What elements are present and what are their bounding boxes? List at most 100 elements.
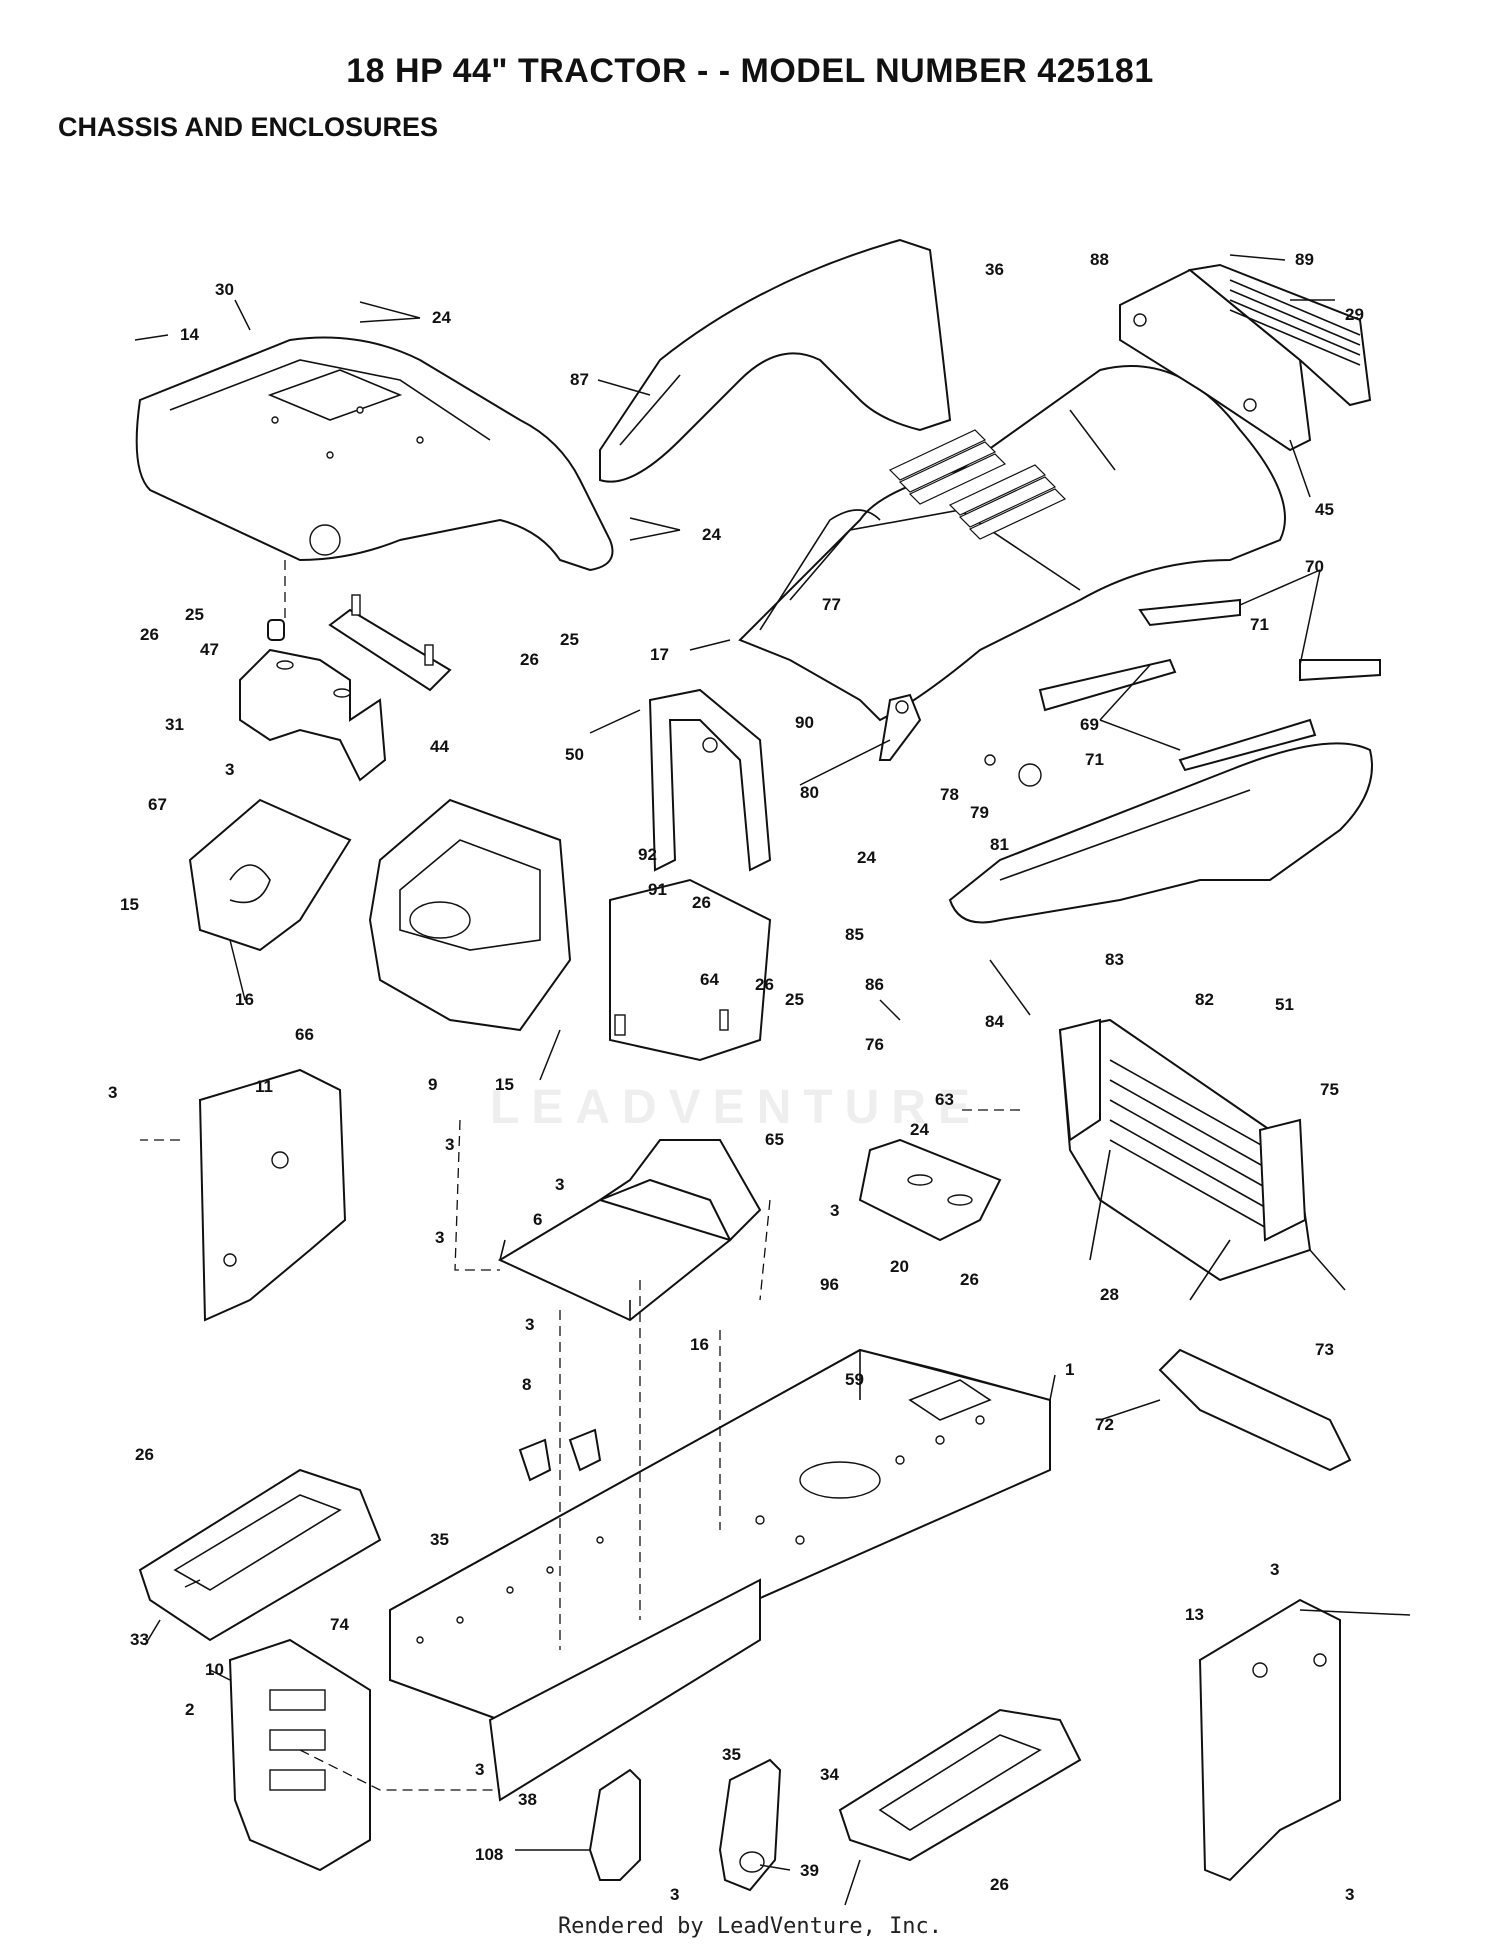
label-p63: 63 bbox=[935, 1090, 954, 1109]
part-47-spring bbox=[267, 619, 285, 641]
part-28-front-grille bbox=[1058, 1018, 1312, 1301]
label-p92: 92 bbox=[638, 845, 657, 864]
label-p47: 47 bbox=[200, 640, 219, 659]
label-p26-a: 26 bbox=[140, 625, 159, 644]
label-p64: 64 bbox=[700, 970, 719, 989]
label-p14: 14 bbox=[180, 325, 199, 344]
part-86-hood-trim bbox=[948, 742, 1373, 924]
label-p2: 2 bbox=[185, 1700, 194, 1719]
part-33-left-footrest bbox=[138, 1468, 382, 1642]
part-31-seat-bracket bbox=[239, 648, 387, 782]
label-p26-d: 26 bbox=[755, 975, 774, 994]
label-p10: 10 bbox=[205, 1660, 224, 1679]
part-64-dash-cover bbox=[609, 878, 772, 1062]
part-9-dash-panel bbox=[368, 798, 572, 1032]
part-69-support-bar bbox=[1038, 658, 1317, 772]
label-p1: 1 bbox=[1065, 1360, 1074, 1379]
label-p26-e: 26 bbox=[960, 1270, 979, 1289]
assembly-guide-lines bbox=[140, 560, 1020, 1791]
part-8-cable-clips bbox=[518, 1428, 602, 1482]
label-p86: 86 bbox=[865, 975, 884, 994]
label-p3-a: 3 bbox=[225, 760, 234, 779]
watermark: LEADVENTURE bbox=[490, 1081, 983, 1134]
section-title: CHASSIS AND ENCLOSURES bbox=[58, 112, 439, 142]
label-p24-b: 24 bbox=[702, 525, 721, 544]
part-80-latch bbox=[878, 693, 922, 761]
part-39-bracket bbox=[718, 1758, 782, 1892]
part-66-dash-shield bbox=[188, 798, 352, 952]
label-p38: 38 bbox=[518, 1790, 537, 1809]
label-p51: 51 bbox=[1275, 995, 1294, 1014]
label-p35-a: 35 bbox=[430, 1530, 449, 1549]
label-p34: 34 bbox=[820, 1765, 839, 1784]
part-30-fender-pan bbox=[135, 336, 614, 572]
label-p65: 65 bbox=[765, 1130, 784, 1149]
part-1-main-frame bbox=[389, 1348, 1051, 1802]
label-p69: 69 bbox=[1080, 715, 1099, 734]
label-p17: 17 bbox=[650, 645, 669, 664]
label-p24-a: 24 bbox=[432, 308, 451, 327]
label-p80: 80 bbox=[800, 783, 819, 802]
part-17-hood bbox=[738, 365, 1286, 722]
label-p82: 82 bbox=[1195, 990, 1214, 1009]
label-p108: 108 bbox=[475, 1845, 503, 1864]
label-p71-b: 71 bbox=[1085, 750, 1104, 769]
label-p44: 44 bbox=[430, 737, 449, 756]
label-p78: 78 bbox=[940, 785, 959, 804]
part-44-seat-plate bbox=[328, 594, 452, 692]
label-p31: 31 bbox=[165, 715, 184, 734]
part-13-side-panel bbox=[1198, 1598, 1341, 1882]
label-p24-c: 24 bbox=[857, 848, 876, 867]
part-20-mount-plate bbox=[858, 1138, 1002, 1242]
label-p28: 28 bbox=[1100, 1285, 1119, 1304]
label-p75: 75 bbox=[1320, 1080, 1339, 1099]
label-p67: 67 bbox=[148, 795, 167, 814]
label-p26-c: 26 bbox=[692, 893, 711, 912]
label-p30: 30 bbox=[215, 280, 234, 299]
hood-vents bbox=[888, 429, 1067, 540]
label-p3-j: 3 bbox=[670, 1885, 679, 1904]
label-p3-b: 3 bbox=[108, 1083, 117, 1102]
label-p25-c: 25 bbox=[785, 990, 804, 1009]
label-p71-a: 71 bbox=[1250, 615, 1269, 634]
label-p11: 11 bbox=[255, 1077, 273, 1096]
label-p72: 72 bbox=[1095, 1415, 1114, 1434]
label-p81: 81 bbox=[990, 835, 1009, 854]
label-p96: 96 bbox=[820, 1275, 839, 1294]
label-p39: 39 bbox=[800, 1861, 819, 1880]
label-p3-i: 3 bbox=[475, 1760, 484, 1779]
label-p29: 29 bbox=[1345, 305, 1364, 324]
label-p66: 66 bbox=[295, 1025, 314, 1044]
part-70-support-bar bbox=[1138, 598, 1381, 682]
label-p36: 36 bbox=[985, 260, 1004, 279]
part-87-side-panel bbox=[599, 238, 952, 483]
label-p77: 77 bbox=[822, 595, 841, 614]
label-p3-g: 3 bbox=[525, 1315, 534, 1334]
part-29-grille-bracket bbox=[1119, 263, 1372, 452]
label-p3-e: 3 bbox=[830, 1201, 839, 1220]
label-p73: 73 bbox=[1315, 1340, 1334, 1359]
part-50-dash-bracket bbox=[648, 688, 772, 872]
label-p26-b: 26 bbox=[520, 650, 539, 669]
label-p6: 6 bbox=[533, 1210, 542, 1229]
label-p83: 83 bbox=[1105, 950, 1124, 969]
label-p15-b: 15 bbox=[495, 1075, 514, 1094]
label-p3-c: 3 bbox=[445, 1135, 454, 1154]
part-labels: 30 14 24 26 25 47 31 3 44 26 25 67 15 16… bbox=[108, 250, 1364, 1904]
label-p85: 85 bbox=[845, 925, 864, 944]
label-p88: 88 bbox=[1090, 250, 1109, 269]
part-34-right-footrest bbox=[838, 1708, 1082, 1862]
label-p13: 13 bbox=[1185, 1605, 1204, 1624]
label-p24-d: 24 bbox=[910, 1120, 929, 1139]
label-p90: 90 bbox=[795, 713, 814, 732]
label-p25-a: 25 bbox=[185, 605, 204, 624]
label-p84: 84 bbox=[985, 1012, 1004, 1031]
leader-lines bbox=[134, 254, 1411, 1906]
part-79-washer bbox=[1018, 763, 1042, 787]
label-p25-b: 25 bbox=[560, 630, 579, 649]
label-p15-a: 15 bbox=[120, 895, 139, 914]
label-p16-a: 16 bbox=[235, 990, 254, 1009]
label-p20: 20 bbox=[890, 1257, 909, 1276]
part-72-hitch-bracket bbox=[1158, 1348, 1352, 1472]
